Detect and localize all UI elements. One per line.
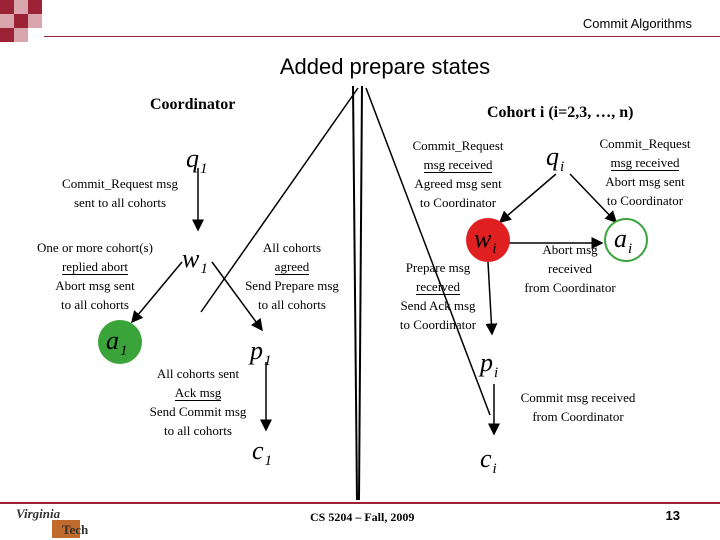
header-rule: [44, 36, 720, 37]
state-wi-circle: [466, 218, 510, 262]
state-ai: ai: [614, 224, 633, 258]
state-ai-circle: [604, 218, 648, 262]
divider-line-diag2: [365, 87, 491, 416]
slide-title: Added prepare states: [279, 54, 491, 79]
state-q1: q1: [186, 144, 208, 178]
label-wi-to-ai: Abort msg received from Coordinator: [524, 242, 616, 295]
state-a1: a1: [106, 326, 128, 360]
footer-rule: [0, 502, 720, 504]
label-w1-to-p1: All cohorts agreed Send Prepare msg to a…: [245, 240, 339, 312]
state-wi: wi: [474, 224, 497, 258]
state-c1: c1: [252, 436, 273, 470]
divider-line-left: [352, 85, 358, 501]
page-number: 13: [665, 508, 680, 523]
university-logo: Virginia Tech: [16, 506, 89, 538]
state-w1: w1: [182, 244, 208, 278]
state-pi: pi: [480, 348, 499, 382]
label-pi-to-ci: Commit msg received from Coordinator: [520, 390, 636, 424]
label-w1-to-a1: One or more cohort(s) replied abort Abor…: [37, 240, 153, 312]
divider-line-right: [358, 85, 363, 501]
label-qi-to-wi: Commit_Request msg received Agreed msg s…: [412, 138, 504, 210]
state-a1-circle: [98, 320, 142, 364]
coordinator-heading: Coordinator: [150, 96, 236, 113]
label-q1-to-w1: Commit_Request msg sent to all cohorts: [62, 176, 178, 210]
state-ci: ci: [480, 444, 497, 478]
label-qi-to-ai: Commit_Request msg received Abort msg se…: [599, 136, 691, 208]
cohort-heading: Cohort i (i=2,3, …, n): [487, 104, 634, 121]
course-label: CS 5204 – Fall, 2009: [310, 510, 415, 524]
state-qi: qi: [546, 142, 565, 176]
label-p1-to-c1: All cohorts sent Ack msg Send Commit msg…: [149, 366, 247, 438]
corner-decoration: [0, 0, 60, 50]
label-wi-to-pi: Prepare msg received Send Ack msg to Coo…: [399, 260, 477, 332]
divider-line-diag: [200, 87, 359, 313]
state-p1: p1: [250, 336, 272, 370]
section-title: Commit Algorithms: [582, 16, 692, 31]
